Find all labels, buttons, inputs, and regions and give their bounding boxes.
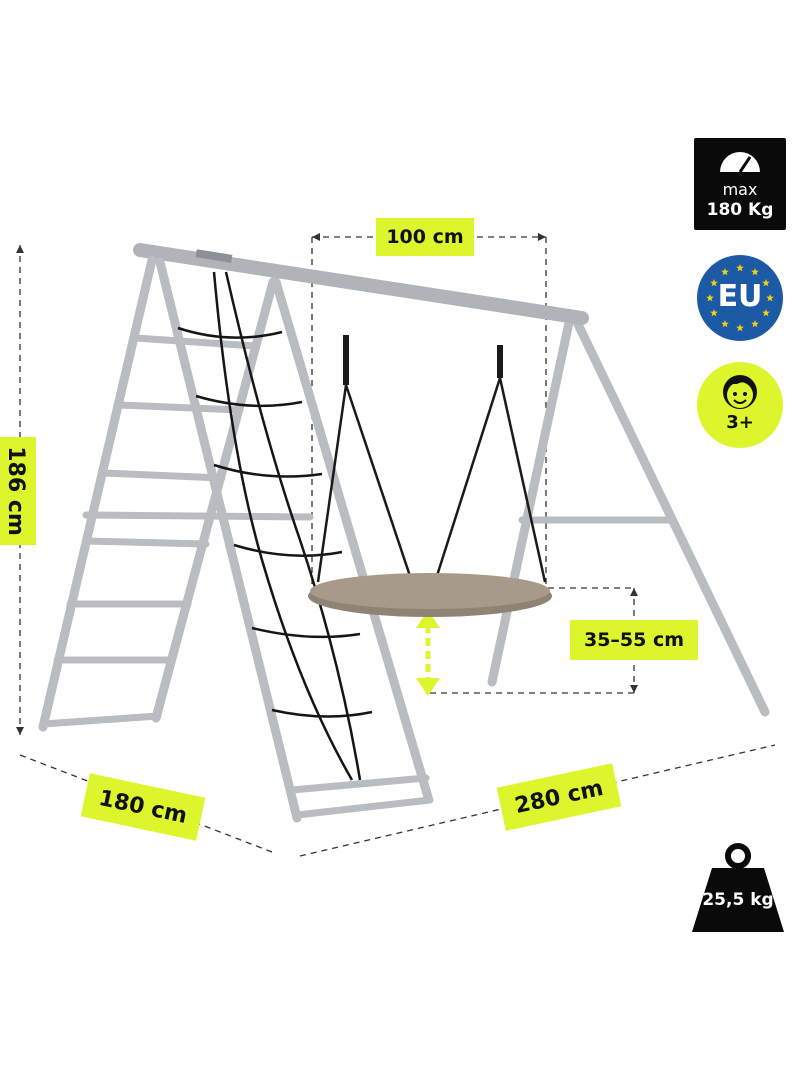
top-beam bbox=[133, 243, 589, 325]
climbing-net bbox=[177, 271, 373, 781]
eu-star bbox=[762, 309, 770, 317]
product-weight-badge: 25,5 kg bbox=[690, 838, 786, 934]
age-badge: 3+ bbox=[697, 362, 783, 448]
eu-star bbox=[721, 319, 729, 328]
seat-height-arrow bbox=[416, 610, 440, 696]
eu-star bbox=[762, 279, 770, 287]
eu-star bbox=[736, 324, 744, 332]
ladder-frame bbox=[38, 255, 434, 823]
eu-text: EU bbox=[717, 279, 763, 314]
eu-star bbox=[710, 279, 718, 287]
max-word: max bbox=[722, 180, 758, 199]
eu-star bbox=[751, 319, 759, 328]
rear-a-frame bbox=[487, 313, 770, 717]
child-face-icon bbox=[723, 375, 757, 409]
nest-seat bbox=[308, 573, 552, 617]
eu-stars-icon bbox=[706, 264, 774, 332]
width-label: 100 cm bbox=[376, 218, 474, 256]
seat-height-label: 35–55 cm bbox=[570, 620, 698, 660]
swing-ropes bbox=[316, 335, 547, 583]
eu-star bbox=[721, 268, 729, 276]
eu-star bbox=[766, 294, 774, 302]
eu-badge: EU bbox=[697, 255, 783, 341]
max-load-badge: max 180 Kg bbox=[694, 138, 786, 230]
max-load-value: 180 Kg bbox=[706, 200, 774, 220]
brand-plate bbox=[195, 249, 233, 263]
age-text: 3+ bbox=[726, 412, 754, 433]
eu-star bbox=[736, 264, 744, 272]
weight-text: 25,5 kg bbox=[702, 890, 774, 910]
eu-star bbox=[751, 268, 759, 276]
dimension-arrowheads bbox=[16, 233, 638, 735]
eu-star bbox=[710, 309, 718, 317]
eu-star bbox=[706, 294, 714, 302]
height-label: 186 cm bbox=[0, 437, 36, 545]
weight-icon bbox=[692, 843, 784, 932]
gauge-icon bbox=[720, 152, 760, 173]
